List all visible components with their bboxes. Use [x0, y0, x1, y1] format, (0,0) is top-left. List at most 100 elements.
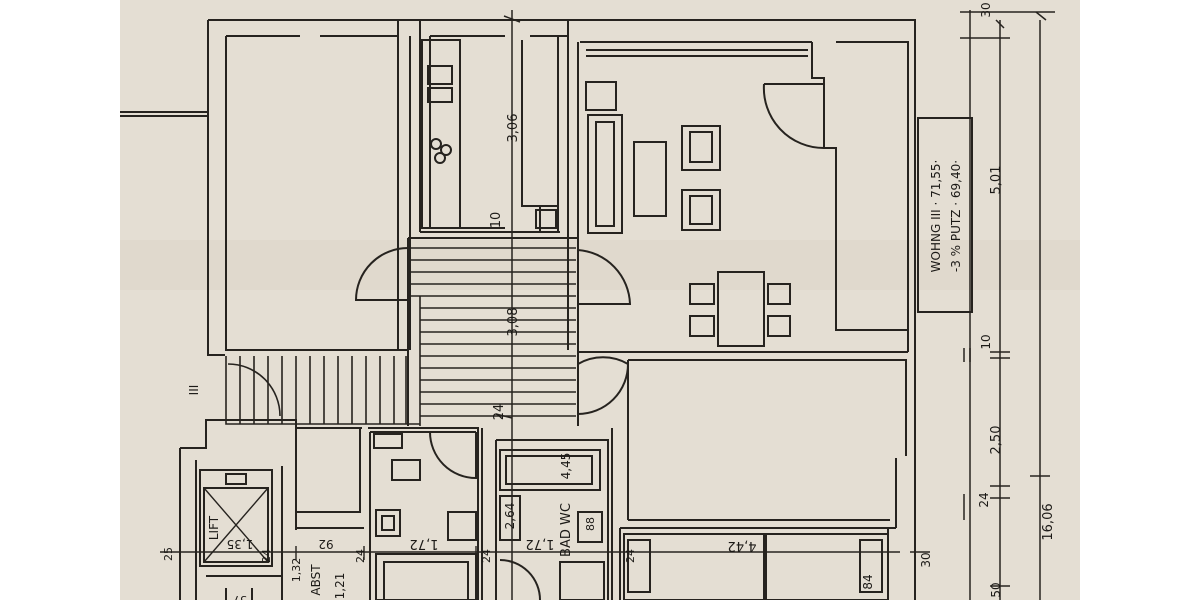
stair-treads — [410, 247, 576, 426]
bed-pillow — [627, 539, 651, 593]
area-line-1: WOHNG III · 71,55· — [929, 160, 943, 273]
lift-door — [225, 473, 247, 485]
dim-top-30: 30 — [979, 2, 993, 17]
dim-bottom-50: 50 — [989, 582, 1003, 597]
dimension-labels: 3,06 3,08 24 10 30 5,01 10 2,50 24 16,06… — [162, 2, 1056, 604]
room-labels: III LIFT BAD WC ABST 1,21 — [187, 385, 574, 600]
lift-cabin — [203, 487, 269, 563]
wc-tub — [499, 449, 601, 491]
living-window — [586, 49, 808, 57]
dim-bottom-left-57: 57 — [233, 593, 247, 600]
dim-right-84: 84 — [861, 574, 875, 589]
dim-bath-width: 1,72 — [410, 536, 439, 551]
dim-wall-10-right: 10 — [979, 334, 993, 349]
dim-bath-small: 2,64 — [503, 503, 517, 530]
paper-sheet — [120, 0, 1080, 600]
closet-wall — [295, 427, 364, 530]
area-box — [917, 117, 973, 313]
dim-wall-10-kitchen: 10 — [489, 212, 504, 229]
sofa — [587, 114, 623, 234]
outer-wall — [208, 19, 916, 600]
dining-table — [717, 271, 765, 347]
left-outer-wall — [207, 20, 408, 356]
door-swing-left — [354, 247, 409, 301]
dim-living-depth: 5,01 — [989, 166, 1004, 195]
lift-cross — [203, 487, 269, 563]
lift-car — [199, 469, 273, 567]
dim-left-24: 24 — [260, 549, 273, 563]
armchair — [681, 189, 721, 231]
bed-pillow — [859, 539, 883, 593]
chair — [767, 315, 791, 337]
dim-wall-24-d: 24 — [480, 549, 493, 563]
lift-lower — [206, 575, 282, 600]
abst-area: 1,21 — [333, 573, 347, 600]
abst-label: ABST — [309, 564, 323, 596]
coffee-table — [633, 141, 667, 217]
dim-total-height: 16,06 — [1041, 503, 1056, 540]
wc-basin — [499, 495, 521, 541]
room-left-wall — [397, 20, 411, 350]
lift-label: LIFT — [207, 515, 221, 540]
bath-wall — [368, 427, 479, 600]
dim-bath-width-2: 1,72 — [526, 536, 555, 551]
sink-2 — [427, 87, 453, 103]
armchair — [681, 125, 721, 171]
armchair-inner — [689, 131, 713, 163]
area-box-text: WOHNG III · 71,55· -3 % PUTZ · 69,40· — [929, 160, 963, 273]
toilet-seat — [381, 515, 395, 531]
door-swing-right — [577, 249, 632, 305]
hall-stair — [225, 356, 420, 425]
chair — [689, 283, 715, 305]
door-swing-wc — [499, 559, 541, 601]
dim-closet-132: 1,32 — [290, 558, 303, 583]
sofa-back — [595, 121, 615, 227]
chair — [767, 283, 791, 305]
dim-right-30: 30 — [919, 552, 933, 567]
dim-kitchen-depth: 3,06 — [506, 114, 521, 143]
cabinet — [447, 511, 477, 541]
dim-closet-92: 92 — [318, 537, 333, 551]
stove-burner — [440, 144, 452, 156]
wc-toilet — [577, 511, 603, 543]
washbasin — [391, 459, 421, 481]
area-line-2: -3 % PUTZ · 69,40· — [949, 160, 963, 272]
kitchen-counter — [421, 39, 461, 229]
bad-wc-label: BAD WC — [559, 503, 574, 557]
balcony-line — [120, 111, 208, 117]
stove-burner — [430, 138, 442, 150]
dim-wall-24-c: 24 — [354, 549, 367, 563]
wc-wall — [481, 428, 613, 600]
stair-number: III — [187, 385, 201, 396]
bottom-dimension-line — [160, 546, 900, 560]
dim-wc-small: 88 — [584, 517, 597, 531]
dim-wall-24-b: 24 — [977, 492, 991, 507]
wc-tub-inner — [505, 455, 593, 485]
dimension-lines — [495, 10, 1055, 600]
chair — [689, 315, 715, 337]
door-swing-bath — [429, 431, 477, 480]
sink — [427, 65, 453, 85]
side-table — [585, 81, 617, 111]
kitchen-right-wall — [557, 20, 569, 350]
dim-corridor-depth: 3,08 — [506, 308, 521, 337]
dim-wall-24-e: 24 — [624, 549, 637, 563]
lower-room-wall — [620, 359, 907, 529]
dim-wall-24: 24 — [492, 404, 507, 421]
dim-lower-depth: 2,50 — [989, 426, 1004, 455]
dim-bath-height: 4,45 — [559, 453, 573, 480]
dim-left-25: 25 — [162, 547, 175, 561]
chimney-flue — [535, 209, 557, 229]
armchair-inner — [689, 195, 713, 225]
vent — [373, 433, 403, 449]
dim-bedroom-width: 4,42 — [728, 538, 757, 553]
paper-fold — [120, 240, 1080, 290]
stove-burner — [434, 152, 446, 164]
door-swing-living — [762, 83, 825, 150]
toilet — [375, 509, 401, 537]
outer-wall-inner — [226, 35, 909, 352]
dim-lift: 1,35 — [227, 537, 254, 551]
door-swing-lower — [577, 356, 629, 416]
